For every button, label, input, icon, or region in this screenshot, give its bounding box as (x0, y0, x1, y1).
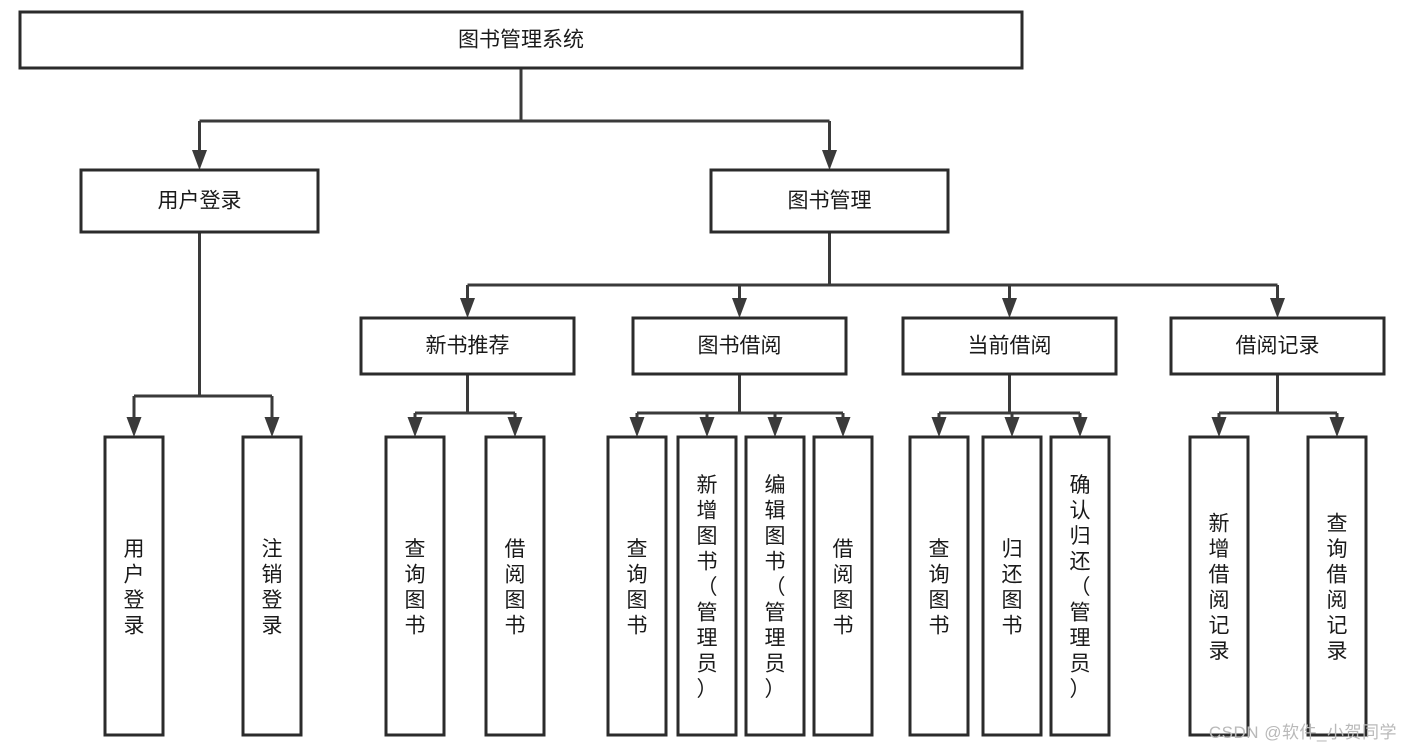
node-label: 新增借阅记录 (1209, 512, 1230, 663)
node-box (1306, 435, 1368, 737)
edge-group-newbook (407, 374, 523, 437)
node-box (812, 435, 874, 737)
node-box (744, 435, 806, 737)
node-box (676, 435, 738, 737)
node-box (384, 435, 446, 737)
node-current[interactable]: 当前借阅 (901, 316, 1118, 376)
node-label: 用户登录 (124, 538, 145, 638)
node-box (631, 316, 848, 376)
arrow-head-icon (699, 417, 715, 437)
node-leaf-cur-return[interactable]: 归还图书 (981, 435, 1043, 737)
node-box (79, 168, 320, 234)
node-label: 借阅图书 (833, 538, 854, 638)
node-label: 新书推荐 (426, 335, 510, 358)
arrow-head-icon (1072, 417, 1088, 437)
node-label: 查询图书 (627, 538, 648, 638)
node-leaf-new-borrow[interactable]: 借阅图书 (484, 435, 546, 737)
node-box (1169, 316, 1386, 376)
arrow-head-icon (192, 150, 207, 170)
arrow-head-icon (629, 417, 645, 437)
edge-group-root (192, 68, 837, 170)
node-box (241, 435, 303, 737)
node-label: 当前借阅 (968, 335, 1052, 358)
node-leaf-user-login[interactable]: 用户登录 (103, 435, 165, 737)
edge-group-records (1211, 374, 1345, 437)
arrow-head-icon (126, 417, 142, 437)
arrow-head-icon (407, 417, 423, 437)
node-label: 归还图书 (1002, 538, 1023, 638)
arrow-head-icon (1211, 417, 1227, 437)
node-layer: 图书管理系统用户登录图书管理新书推荐图书借阅当前借阅借阅记录用户登录注销登录查询… (18, 10, 1386, 737)
edge-group-bookmgmt (460, 232, 1285, 318)
node-leaf-bw-add[interactable]: 新增图书（管理员） (676, 435, 738, 737)
arrow-head-icon (1002, 298, 1017, 318)
node-box (484, 435, 546, 737)
node-label: 借阅图书 (505, 538, 526, 638)
arrow-head-icon (767, 417, 783, 437)
node-label: 图书管理系统 (458, 29, 584, 52)
node-records[interactable]: 借阅记录 (1169, 316, 1386, 376)
node-label: 查询借阅记录 (1327, 512, 1348, 663)
node-label: 确认归还（管理员） (1070, 474, 1091, 701)
arrow-head-icon (931, 417, 947, 437)
edge-group-borrow (629, 374, 851, 437)
arrow-head-icon (732, 298, 747, 318)
node-label: 新增图书（管理员） (697, 474, 718, 701)
arrow-head-icon (835, 417, 851, 437)
node-box (901, 316, 1118, 376)
arrow-head-icon (1329, 417, 1345, 437)
node-leaf-cur-query[interactable]: 查询图书 (908, 435, 970, 737)
node-borrow[interactable]: 图书借阅 (631, 316, 848, 376)
node-leaf-rec-query[interactable]: 查询借阅记录 (1306, 435, 1368, 737)
arrow-head-icon (264, 417, 280, 437)
node-label: 注销登录 (262, 538, 283, 638)
node-bookmgmt[interactable]: 图书管理 (709, 168, 950, 234)
node-label: 用户登录 (158, 190, 242, 213)
node-login[interactable]: 用户登录 (79, 168, 320, 234)
node-label: 编辑图书（管理员） (765, 474, 786, 701)
node-leaf-cur-confirm[interactable]: 确认归还（管理员） (1049, 435, 1111, 737)
node-box (709, 168, 950, 234)
watermark-label: CSDN @软件_小贺同学 (1208, 723, 1397, 742)
node-label: 图书借阅 (698, 335, 782, 358)
node-box (18, 10, 1024, 70)
node-root[interactable]: 图书管理系统 (18, 10, 1024, 70)
node-box (1188, 435, 1250, 737)
node-box (359, 316, 576, 376)
arrow-head-icon (1270, 298, 1285, 318)
arrow-head-icon (507, 417, 523, 437)
node-box (1049, 435, 1111, 737)
node-box (981, 435, 1043, 737)
node-label: 查询图书 (929, 538, 950, 638)
arrow-head-icon (822, 150, 837, 170)
node-label: 借阅记录 (1236, 335, 1320, 358)
node-leaf-bw-edit[interactable]: 编辑图书（管理员） (744, 435, 806, 737)
node-label: 查询图书 (405, 538, 426, 638)
node-newbook[interactable]: 新书推荐 (359, 316, 576, 376)
connector-layer (126, 68, 1345, 437)
node-leaf-bw-borrow[interactable]: 借阅图书 (812, 435, 874, 737)
arrow-head-icon (460, 298, 475, 318)
node-leaf-bw-query[interactable]: 查询图书 (606, 435, 668, 737)
node-box (908, 435, 970, 737)
edge-group-current (931, 374, 1088, 437)
arrow-head-icon (1004, 417, 1020, 437)
node-label: 图书管理 (788, 190, 872, 213)
node-box (103, 435, 165, 737)
edge-group-login (126, 232, 280, 437)
node-leaf-user-logout[interactable]: 注销登录 (241, 435, 303, 737)
node-leaf-rec-add[interactable]: 新增借阅记录 (1188, 435, 1250, 737)
node-box (606, 435, 668, 737)
node-leaf-new-query[interactable]: 查询图书 (384, 435, 446, 737)
